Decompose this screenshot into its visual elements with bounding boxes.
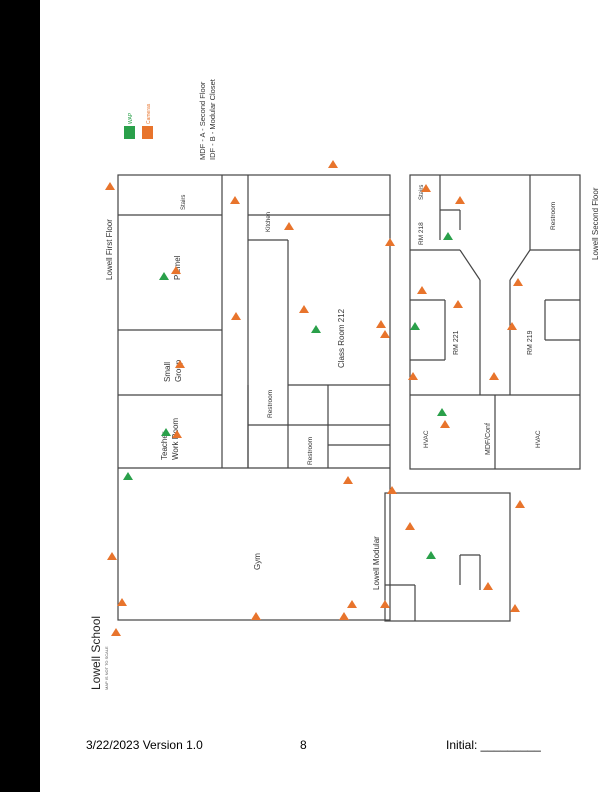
restroom-b-label: Restroom xyxy=(307,437,314,465)
restroom-a-label: Restroom xyxy=(267,390,274,418)
teacher-work-room-line2: Work Room xyxy=(171,418,180,460)
hvac-a-label: HVAC xyxy=(423,430,430,448)
camera-icon xyxy=(380,600,390,608)
camera-icon xyxy=(299,305,309,313)
camera-icon xyxy=(453,300,463,308)
second-floor-title: Lowell Second Floor xyxy=(591,187,600,260)
idf-note: IDF - B - Modular Closet xyxy=(208,78,217,160)
camera-icon xyxy=(230,196,240,204)
camera-icon xyxy=(111,628,121,636)
camera-icon xyxy=(455,196,465,204)
camera-icon xyxy=(376,320,386,328)
camera-icon xyxy=(440,420,450,428)
restroom-second-label: Restroom xyxy=(550,202,557,230)
wap-icon xyxy=(426,551,436,559)
kitchen-label: Kitchen xyxy=(266,212,272,232)
rm-218-label: RM 218 xyxy=(418,222,425,245)
camera-icon xyxy=(339,612,349,620)
wap-icon xyxy=(123,472,133,480)
wap-legend-swatch xyxy=(124,126,135,139)
camera-icon xyxy=(387,486,397,494)
wap-markers xyxy=(123,232,453,559)
wap-icon xyxy=(161,428,171,436)
camera-icon xyxy=(251,612,261,620)
camera-icon xyxy=(107,552,117,560)
second-floor-building xyxy=(409,174,581,470)
hvac-b-label: HVAC xyxy=(535,430,542,448)
wap-icon xyxy=(159,272,169,280)
camera-icon xyxy=(343,476,353,484)
modular-title: Lowell Modular xyxy=(372,536,381,590)
stairs-first-label: Stairs xyxy=(181,195,187,210)
wap-legend-label: WAP xyxy=(128,112,134,124)
camera-icon xyxy=(405,522,415,530)
small-group-line2: Group xyxy=(174,359,183,382)
camera-icon xyxy=(105,182,115,190)
camera-icon xyxy=(513,278,523,286)
wap-icon xyxy=(443,232,453,240)
left-margin-strip xyxy=(0,0,40,792)
plemel-label: Plemel xyxy=(173,255,182,280)
camera-icon xyxy=(175,360,185,368)
camera-icon xyxy=(284,222,294,230)
mdf-note: MDF - A - Second Floor xyxy=(198,81,207,160)
camera-icon xyxy=(417,286,427,294)
modular-building xyxy=(384,492,511,622)
rm-219-label: RM 219 xyxy=(527,330,534,355)
initial-field: Initial: _________ xyxy=(446,738,541,752)
camera-icon xyxy=(347,600,357,608)
wap-icon xyxy=(311,325,321,333)
class-room-212-label: Class Room 212 xyxy=(337,308,346,368)
date-version: 3/22/2023 Version 1.0 xyxy=(86,738,203,752)
camera-icon xyxy=(489,372,499,380)
camera-markers xyxy=(105,160,525,636)
page-footer: 3/22/2023 Version 1.0 8 Initial: _______… xyxy=(0,738,612,758)
school-title: Lowell School xyxy=(89,616,103,690)
mdf-conf-label: MDF/Conf xyxy=(485,423,492,455)
camera-legend-swatch xyxy=(142,126,153,139)
camera-icon xyxy=(510,604,520,612)
camera-icon xyxy=(231,312,241,320)
teacher-work-room-line1: Teacher xyxy=(160,431,169,460)
camera-icon xyxy=(172,430,182,438)
first-floor-title: Lowell First Floor xyxy=(105,219,114,280)
camera-icon xyxy=(421,184,431,192)
camera-icon xyxy=(408,372,418,380)
camera-icon xyxy=(380,330,390,338)
camera-icon xyxy=(507,322,517,330)
camera-icon xyxy=(483,582,493,590)
floor-plan-svg: WAP Cameras MDF - A - Second Floor IDF -… xyxy=(89,78,600,690)
camera-icon xyxy=(117,598,127,606)
camera-icon xyxy=(328,160,338,168)
camera-icon xyxy=(385,238,395,246)
wap-icon xyxy=(437,408,447,416)
camera-icon xyxy=(171,266,181,274)
cameras-legend-label: Cameras xyxy=(146,103,152,124)
rm-221-label: RM 221 xyxy=(453,330,460,355)
gym-label: Gym xyxy=(253,553,262,570)
camera-icon xyxy=(515,500,525,508)
stairs-second-label: Stairs xyxy=(419,185,425,200)
not-to-scale-note: MAP IS NOT TO SCALE xyxy=(104,646,109,690)
wap-icon xyxy=(410,322,420,330)
floor-plan-map: WAP Cameras MDF - A - Second Floor IDF -… xyxy=(40,0,612,720)
small-group-line1: Small xyxy=(163,362,172,382)
page-number: 8 xyxy=(300,738,307,752)
